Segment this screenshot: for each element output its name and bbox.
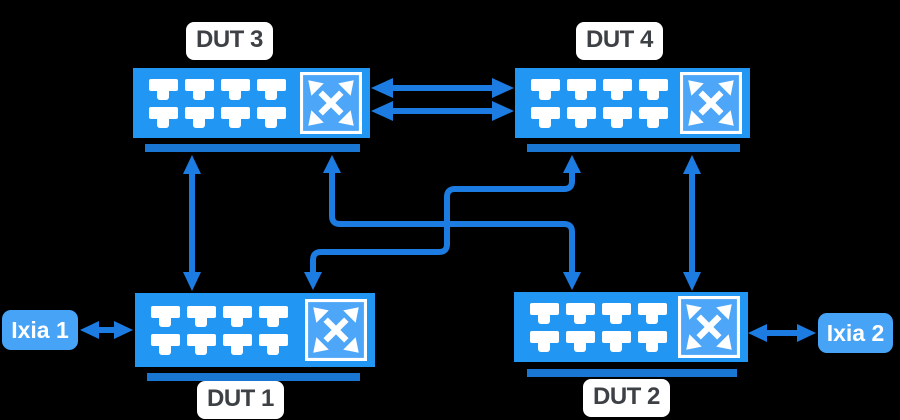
device-label-dut3: DUT 3: [186, 22, 273, 60]
ethernet-port-icon: [151, 305, 180, 327]
ethernet-port-icon: [531, 106, 560, 128]
arrowhead-up: [683, 155, 701, 174]
ethernet-port-icon: [149, 78, 178, 100]
ethernet-port-icon: [223, 305, 252, 327]
arrowhead-down: [683, 272, 701, 291]
ethernet-port-icon: [603, 78, 632, 100]
crossed-arrows-switch-icon: [300, 72, 362, 134]
device-base-bar-dut1: [147, 373, 360, 381]
ethernet-port-icon: [639, 106, 668, 128]
ethernet-port-icon: [602, 330, 631, 352]
arrowhead-down: [563, 272, 581, 290]
link-dut4-dut2: [683, 155, 701, 291]
ethernet-port-icon: [221, 106, 250, 128]
ethernet-port-icon: [221, 78, 250, 100]
crossed-arrows-switch-icon: [678, 296, 740, 358]
ethernet-port-icon: [223, 333, 252, 355]
device-dut3: [133, 68, 370, 138]
device-dut2: [514, 292, 748, 362]
arrowhead-down: [183, 272, 201, 291]
arrowhead-left: [371, 78, 393, 98]
link-dut3-dut4-2: [371, 101, 514, 121]
arrowhead-right: [114, 321, 133, 339]
ethernet-port-icon: [566, 330, 595, 352]
ethernet-port-icon: [530, 330, 559, 352]
switch-fabric-icon: [680, 72, 742, 134]
ethernet-port-icon: [567, 78, 596, 100]
arrowhead-right: [492, 78, 514, 98]
device-base-bar-dut3: [145, 144, 360, 152]
device-label-dut1: DUT 1: [197, 381, 284, 419]
device-dut4: [515, 68, 750, 138]
ethernet-port-icon: [639, 78, 668, 100]
arrowhead-up: [563, 155, 581, 173]
link-dut4-dut1: [304, 155, 581, 290]
ethernet-port-icon: [185, 78, 214, 100]
link-dut3-dut4-1: [371, 78, 514, 98]
ethernet-port-icon: [638, 302, 667, 324]
arrowhead-up: [323, 155, 341, 173]
ethernet-port-icon: [567, 106, 596, 128]
arrowhead-left: [748, 324, 767, 342]
ethernet-port-icon: [149, 106, 178, 128]
switch-fabric-icon: [305, 299, 367, 361]
arrowhead-right: [797, 324, 816, 342]
arrowhead-right: [492, 101, 514, 121]
link-ixia2-dut2: [748, 324, 816, 342]
arrowhead-left: [371, 101, 393, 121]
crossed-arrows-switch-icon: [305, 299, 367, 361]
ethernet-port-icon: [257, 106, 286, 128]
arrowhead-left: [80, 321, 99, 339]
arrowhead-down: [304, 272, 322, 290]
device-dut1: [135, 293, 375, 367]
device-label-dut4: DUT 4: [576, 22, 663, 60]
ethernet-port-icon: [638, 330, 667, 352]
device-base-bar-dut4: [527, 144, 740, 152]
ethernet-port-icon: [259, 333, 288, 355]
switch-fabric-icon: [678, 296, 740, 358]
ethernet-port-icon: [602, 302, 631, 324]
ethernet-port-icon: [530, 302, 559, 324]
port-grid-dut2: [530, 302, 667, 352]
ethernet-port-icon: [566, 302, 595, 324]
device-label-dut2: DUT 2: [583, 379, 670, 417]
port-grid-dut3: [149, 78, 286, 128]
switch-fabric-icon: [300, 72, 362, 134]
link-ixia1-dut1: [80, 321, 133, 339]
ethernet-port-icon: [259, 305, 288, 327]
crossed-arrows-switch-icon: [680, 72, 742, 134]
ethernet-port-icon: [603, 106, 632, 128]
ethernet-port-icon: [531, 78, 560, 100]
ethernet-port-icon: [257, 78, 286, 100]
link-line: [329, 171, 575, 272]
arrowhead-up: [183, 155, 201, 174]
ethernet-port-icon: [185, 106, 214, 128]
link-dut3-dut1: [183, 155, 201, 291]
device-base-bar-dut2: [527, 369, 737, 377]
ethernet-port-icon: [187, 333, 216, 355]
port-grid-dut1: [151, 305, 288, 355]
traffic-generator-ixia2: Ixia 2: [818, 313, 893, 353]
link-line: [310, 171, 575, 272]
port-grid-dut4: [531, 78, 668, 128]
traffic-generator-ixia1: Ixia 1: [2, 310, 78, 350]
ethernet-port-icon: [151, 333, 180, 355]
link-dut3-dut2: [323, 155, 581, 290]
ethernet-port-icon: [187, 305, 216, 327]
